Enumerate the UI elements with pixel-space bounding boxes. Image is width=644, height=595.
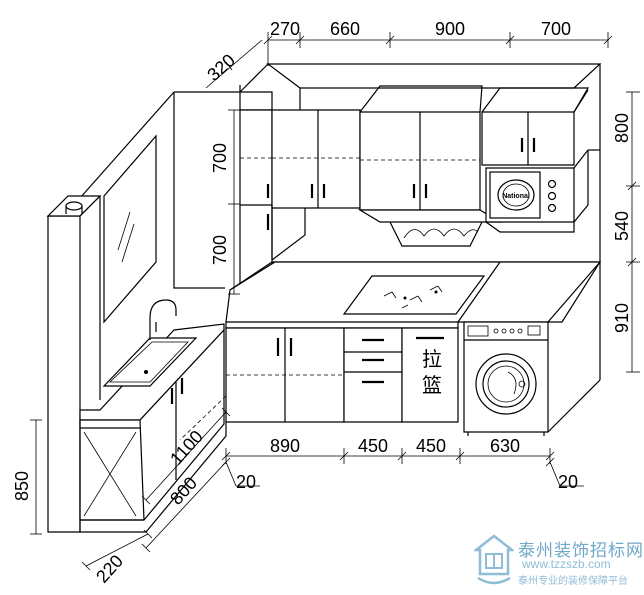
base-cabinet-drawers-450 xyxy=(343,327,403,423)
upper-cabinet-700 xyxy=(481,87,590,166)
washing-machine xyxy=(457,261,601,436)
dim-top-900: 900 xyxy=(435,19,465,39)
house-logo-icon xyxy=(474,534,514,585)
microwave: National xyxy=(485,149,589,233)
pull-basket-label-1: 拉 xyxy=(422,347,442,371)
dim-left-lower-700: 700 xyxy=(210,235,230,265)
microwave-brand-label: National xyxy=(502,193,530,200)
dim-right-800: 800 xyxy=(612,113,632,143)
cooktop xyxy=(342,275,486,315)
room-outline xyxy=(79,85,241,289)
dim-top-660: 660 xyxy=(330,19,360,39)
base-cabinet-pull-basket: 拉 篮 xyxy=(401,327,459,423)
pull-basket-label-2: 篮 xyxy=(422,373,442,397)
dim-right-540: 540 xyxy=(612,211,632,241)
dim-bottom-450a: 450 xyxy=(358,436,388,456)
dim-top-700: 700 xyxy=(541,19,571,39)
dim-left-upper-700: 700 xyxy=(210,143,230,173)
upper-cabinet-900 xyxy=(359,85,483,211)
base-cabinet-890 xyxy=(225,327,345,423)
range-hood xyxy=(357,209,503,247)
upper-cabinet-660 xyxy=(266,109,361,261)
dim-bottom-630: 630 xyxy=(490,436,520,456)
dim-gap-left-20: 20 xyxy=(236,472,256,492)
dim-bottom-450b: 450 xyxy=(416,436,446,456)
dim-right-910: 910 xyxy=(612,303,632,333)
watermark-title: 泰州装饰招标网 xyxy=(518,541,644,561)
watermark-url: www.tzzszb.com xyxy=(522,557,611,571)
watermark-subtitle: 泰州专业的装修保障平台 xyxy=(518,576,628,587)
watermark: 泰州装饰招标网 www.tzzszb.com 泰州专业的装修保障平台 xyxy=(470,532,644,592)
dim-top-270: 270 xyxy=(270,19,300,39)
dim-left-850: 850 xyxy=(12,471,32,501)
dim-depth-320: 320 xyxy=(203,50,239,85)
base-cabinet-side-run xyxy=(79,328,227,533)
dim-bottom-890: 890 xyxy=(270,436,300,456)
dim-offset-220: 220 xyxy=(92,551,127,587)
sink-counter xyxy=(79,299,225,421)
window xyxy=(103,134,157,324)
dim-gap-right-20: 20 xyxy=(558,472,578,492)
